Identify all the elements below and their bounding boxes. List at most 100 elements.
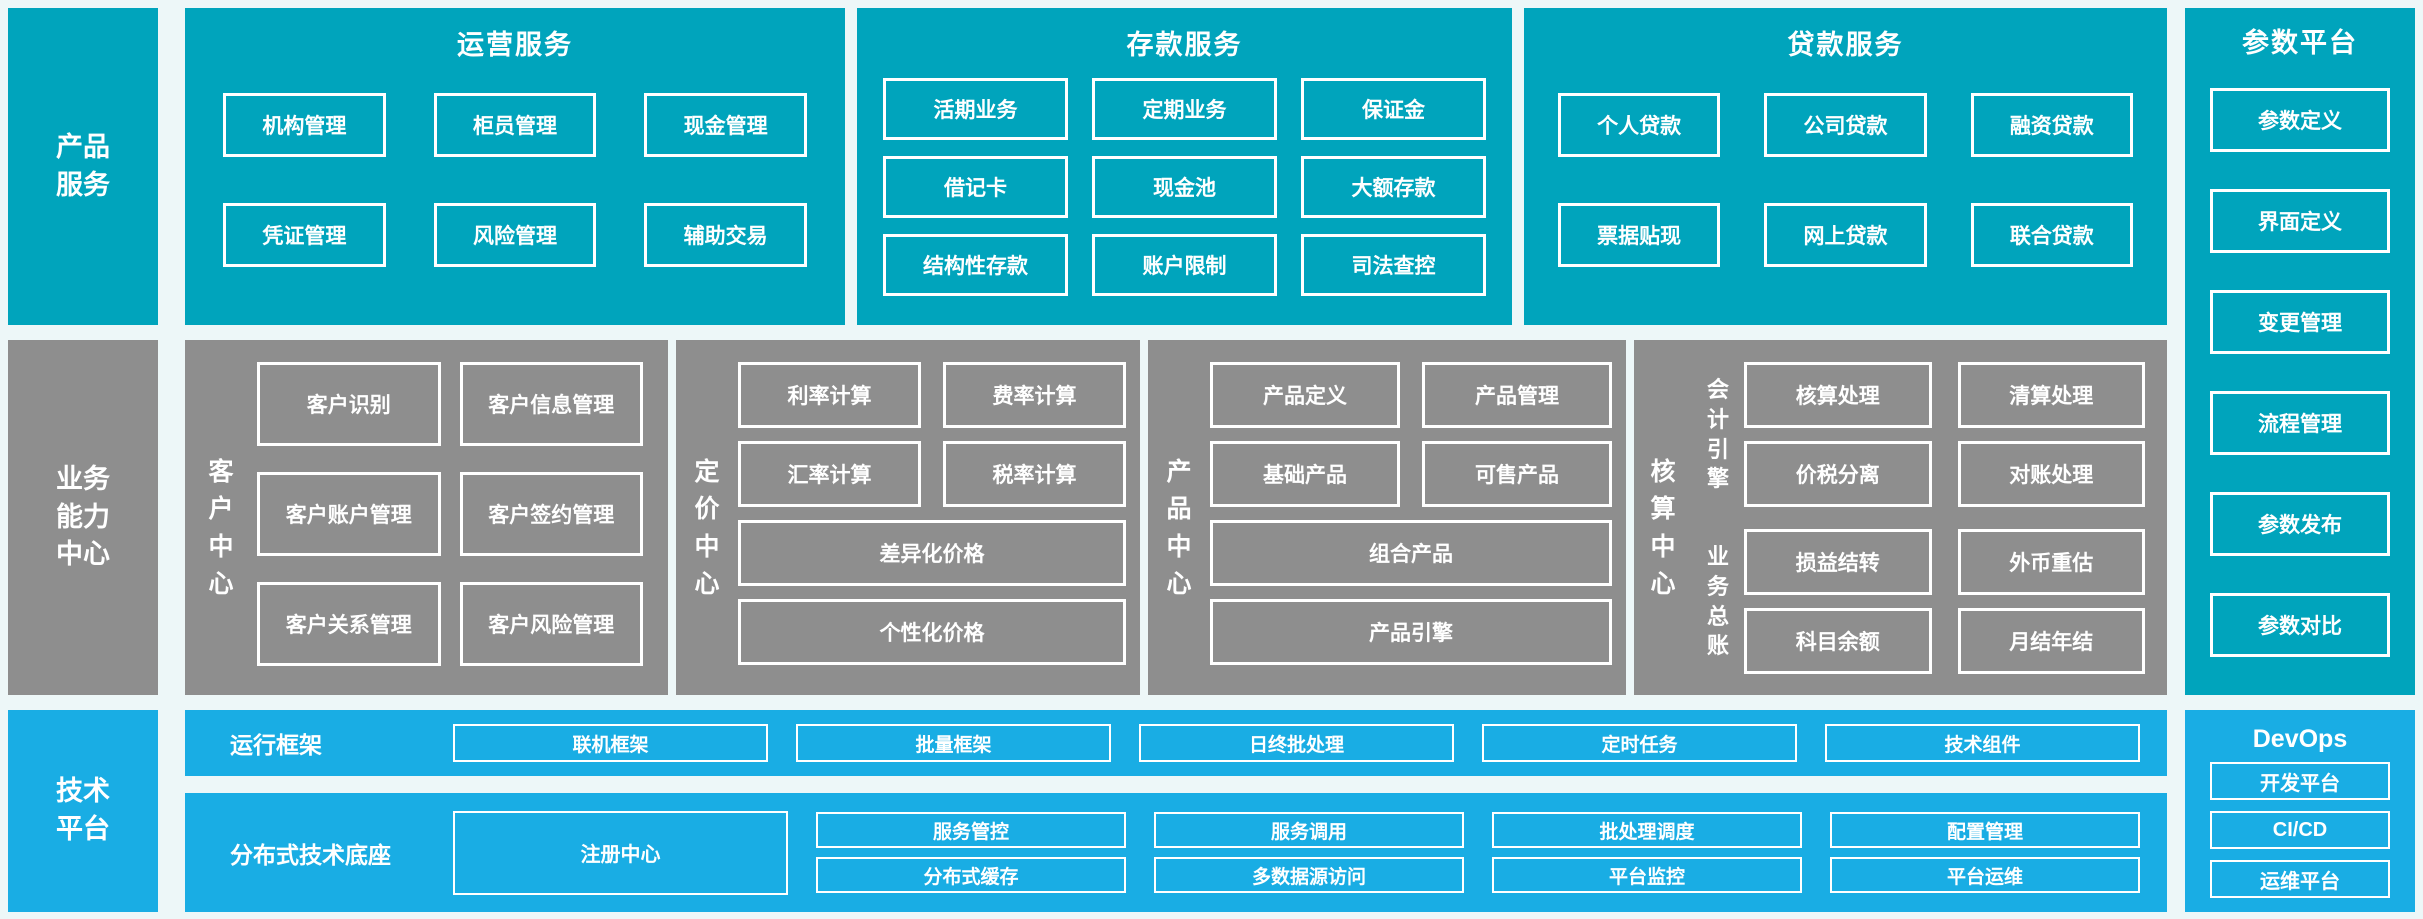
diagram-box: 对账处理 (1957, 441, 2145, 507)
diagram-box: 核算处理 (1744, 362, 1932, 428)
diagram-box: 组合产品 (1210, 520, 1612, 586)
band-label: 分布式技术底座 (230, 841, 391, 868)
diagram-box: 结构性存款 (883, 234, 1068, 296)
section-title: 参数平台 (2242, 27, 2358, 58)
diagram-box: 月结年结 (1957, 608, 2145, 674)
diagram-box: 平台运维 (1830, 857, 2140, 893)
diagram-box: 产品定义 (1210, 362, 1400, 428)
accounting-groups: 会 计 引 擎 核算处理 清算处理 价税分离 对账处理 业 务 总 账 损益结转… (1692, 362, 2145, 695)
ledger-box-grid: 损益结转 外币重估 科目余额 月结年结 (1744, 529, 2145, 674)
diagram-box: 客户账户管理 (257, 472, 441, 556)
diagram-box: 注册中心 (453, 810, 788, 895)
diagram-box: 多数据源访问 (1154, 857, 1464, 893)
diagram-box: 参数定义 (2210, 88, 2390, 152)
diagram-box: 柜员管理 (433, 93, 597, 157)
diagram-box: 平台监控 (1492, 857, 1802, 893)
diagram-box: 分布式缓存 (816, 857, 1126, 893)
diagram-box: 汇率计算 (738, 441, 921, 507)
diagram-box: 司法查控 (1301, 234, 1486, 296)
section-deposit-services: 存款服务 活期业务 定期业务 保证金 借记卡 现金池 大额存款 结构性存款 账户… (857, 8, 1512, 325)
diagram-box: 价税分离 (1744, 441, 1932, 507)
diagram-box: 科目余额 (1744, 608, 1932, 674)
diagram-box: 产品管理 (1422, 362, 1612, 428)
diagram-box: 辅助交易 (644, 203, 807, 267)
section-label: 客 户 中 心 (208, 457, 234, 599)
band-label: 运行框架 (230, 732, 322, 758)
diagram-box: 公司贷款 (1764, 93, 1927, 157)
distributed-box-area: 注册中心 服务管控 服务调用 批处理调度 配置管理 分布式缓存 多数据源访问 平… (453, 810, 2140, 895)
band-distributed-tech-base: 分布式技术底座 注册中心 服务管控 服务调用 批处理调度 配置管理 分布式缓存 … (185, 793, 2167, 912)
diagram-box: 外币重估 (1957, 529, 2145, 595)
diagram-box: 现金管理 (644, 93, 807, 157)
customer-box-grid: 客户识别 客户信息管理 客户账户管理 客户签约管理 客户关系管理 客户风险管理 (257, 362, 643, 695)
section-title: 贷款服务 (1787, 29, 1904, 60)
diagram-box: 产品引擎 (1210, 599, 1612, 665)
deposit-box-grid: 活期业务 定期业务 保证金 借记卡 现金池 大额存款 结构性存款 账户限制 司法… (883, 78, 1486, 296)
diagram-box: 客户关系管理 (257, 582, 441, 666)
diagram-box: 基础产品 (1210, 441, 1400, 507)
diagram-box: 个人贷款 (1558, 93, 1721, 157)
section-product-center: 产 品 中 心 产品定义 产品管理 基础产品 可售产品 组合产品 产品引擎 (1148, 340, 1626, 695)
section-title: 存款服务 (1126, 29, 1243, 60)
section-pricing-center: 定 价 中 心 利率计算 费率计算 汇率计算 税率计算 差异化价格 个性化价格 (676, 340, 1140, 695)
section-label: 定 价 中 心 (694, 457, 720, 599)
diagram-box: 网上贷款 (1764, 203, 1927, 267)
section-operations-services: 运营服务 机构管理 柜员管理 现金管理 凭证管理 风险管理 辅助交易 (185, 8, 845, 325)
loan-box-grid: 个人贷款 公司贷款 融资贷款 票据贴现 网上贷款 联合贷款 (1558, 93, 2133, 267)
sidebar-label-product-services: 产品 服务 (8, 8, 158, 325)
diagram-box: 联机框架 (453, 724, 768, 762)
distributed-box-grid: 服务管控 服务调用 批处理调度 配置管理 分布式缓存 多数据源访问 平台监控 平… (816, 812, 2140, 893)
diagram-box: 损益结转 (1744, 529, 1932, 595)
diagram-box: 流程管理 (2210, 391, 2390, 455)
product-box-grid: 产品定义 产品管理 基础产品 可售产品 组合产品 产品引擎 (1210, 362, 1612, 695)
diagram-box: 现金池 (1092, 156, 1277, 218)
diagram-box: 批量框架 (796, 724, 1111, 762)
diagram-box: CI/CD (2210, 811, 2390, 849)
diagram-box: 客户识别 (257, 362, 441, 446)
diagram-box: 界面定义 (2210, 189, 2390, 253)
diagram-box: 批处理调度 (1492, 812, 1802, 848)
column-parameter-platform: 参数平台 参数定义 界面定义 变更管理 流程管理 参数发布 参数对比 (2185, 8, 2415, 695)
diagram-box: 税率计算 (943, 441, 1126, 507)
diagram-box: 参数发布 (2210, 492, 2390, 556)
business-ledger-group: 业 务 总 账 损益结转 外币重估 科目余额 月结年结 (1692, 529, 2145, 674)
diagram-box: 风险管理 (433, 203, 597, 267)
section-label: 核 算 中 心 (1650, 457, 1676, 599)
diagram-box: 联合贷款 (1970, 203, 2133, 267)
diagram-box: 技术组件 (1825, 724, 2140, 762)
accounting-engine-group: 会 计 引 擎 核算处理 清算处理 价税分离 对账处理 (1692, 362, 2145, 507)
section-accounting-center: 核 算 中 心 会 计 引 擎 核算处理 清算处理 价税分离 对账处理 业 务 … (1634, 340, 2167, 695)
operations-box-grid: 机构管理 柜员管理 现金管理 凭证管理 风险管理 辅助交易 (223, 93, 807, 267)
section-title: 运营服务 (457, 29, 573, 60)
diagram-box: 机构管理 (223, 93, 386, 157)
diagram-box: 可售产品 (1422, 441, 1612, 507)
diagram-box: 客户风险管理 (459, 582, 643, 666)
section-label: 产 品 中 心 (1166, 457, 1192, 599)
diagram-box: 费率计算 (943, 362, 1126, 428)
diagram-box: 利率计算 (738, 362, 921, 428)
diagram-box: 凭证管理 (223, 203, 386, 267)
diagram-box: 个性化价格 (738, 599, 1126, 665)
diagram-box: 开发平台 (2210, 762, 2390, 800)
group-label: 业 务 总 账 (1706, 544, 1729, 659)
diagram-box: 账户限制 (1092, 234, 1277, 296)
diagram-box: 配置管理 (1830, 812, 2140, 848)
diagram-box: 借记卡 (883, 156, 1068, 218)
diagram-box: 定期业务 (1092, 78, 1277, 140)
diagram-box: 定时任务 (1482, 724, 1797, 762)
diagram-box: 服务管控 (816, 812, 1126, 848)
section-customer-center: 客 户 中 心 客户识别 客户信息管理 客户账户管理 客户签约管理 客户关系管理… (185, 340, 668, 695)
diagram-box: 客户信息管理 (459, 362, 643, 446)
section-loan-services: 贷款服务 个人贷款 公司贷款 融资贷款 票据贴现 网上贷款 联合贷款 (1524, 8, 2167, 325)
diagram-box: 活期业务 (883, 78, 1068, 140)
diagram-box: 差异化价格 (738, 520, 1126, 586)
diagram-box: 融资贷款 (1970, 93, 2133, 157)
sidebar-label-business-capability-center: 业务 能力 中心 (8, 340, 158, 695)
pricing-box-grid: 利率计算 费率计算 汇率计算 税率计算 差异化价格 个性化价格 (738, 362, 1126, 695)
sidebar-label-tech-platform: 技术 平台 (8, 710, 158, 912)
section-title: DevOps (2252, 724, 2348, 753)
column-devops: DevOps 开发平台 CI/CD 运维平台 (2185, 710, 2415, 912)
diagram-box: 变更管理 (2210, 290, 2390, 354)
band-runtime-framework: 运行框架 联机框架 批量框架 日终批处理 定时任务 技术组件 (185, 710, 2167, 776)
